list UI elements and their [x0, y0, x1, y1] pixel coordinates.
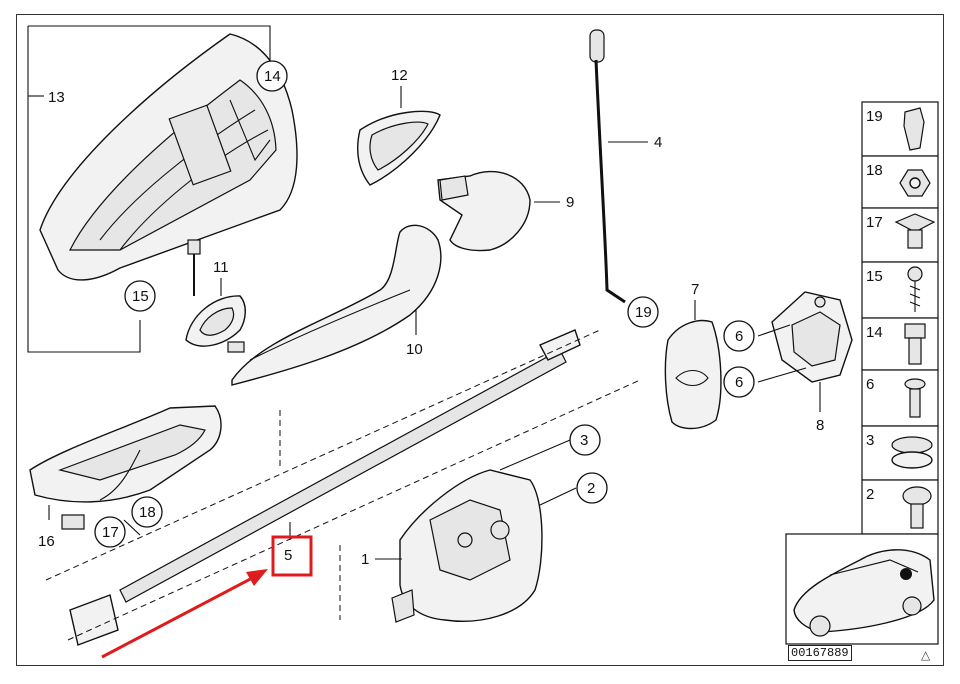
- striker-cover-part: [664, 319, 722, 430]
- callout-19: 19: [635, 304, 652, 321]
- gasket-part: [185, 295, 246, 347]
- screw-icon: [907, 266, 923, 312]
- legend-label-17: 17: [866, 214, 883, 231]
- handle-carrier-part: [39, 33, 298, 281]
- callout-6-lower: 6: [735, 374, 743, 391]
- callout-3: 3: [580, 432, 588, 449]
- outer-handle-part: [227, 224, 442, 386]
- countersunk-screw-icon: [904, 378, 926, 418]
- screw-part: [187, 239, 201, 296]
- callout-13: 13: [48, 89, 65, 106]
- legend-label-2: 2: [866, 486, 874, 503]
- callout-18: 18: [139, 504, 156, 521]
- callout-8: 8: [816, 417, 824, 434]
- document-number: 00167889: [788, 645, 852, 661]
- legend-label-15: 15: [866, 268, 883, 285]
- legend-label-19: 19: [866, 108, 883, 125]
- callout-14: 14: [264, 68, 281, 85]
- callout-12: 12: [391, 67, 408, 84]
- highlight-annotation: [101, 535, 313, 659]
- hex-bolt-icon: [902, 486, 932, 529]
- plug-icon: [891, 436, 933, 469]
- callout-11: 11: [213, 259, 229, 276]
- lock-rod-part: [589, 29, 626, 304]
- clip-icon: [903, 107, 925, 151]
- part-13-bracket: [27, 25, 271, 353]
- callout-2: 2: [587, 480, 595, 497]
- callout-7: 7: [691, 281, 699, 298]
- guide-lines: [45, 329, 641, 641]
- vehicle-thumbnail: [785, 533, 939, 645]
- callout-circles: [94, 60, 755, 548]
- clip-nut-icon: [894, 213, 936, 249]
- callout-5: 5: [284, 547, 292, 564]
- bowden-cable-part: [69, 329, 581, 646]
- inner-trim-part: [29, 405, 222, 530]
- legend-label-14: 14: [866, 324, 883, 341]
- callout-16: 16: [38, 533, 55, 550]
- callout-1: 1: [361, 551, 369, 568]
- legend-label-3: 3: [866, 432, 874, 449]
- leader-lines: [48, 86, 821, 560]
- door-lock-part: [391, 469, 543, 623]
- cover-cap-part: [357, 110, 441, 186]
- striker-part: [771, 291, 853, 383]
- callout-4: 4: [654, 134, 662, 151]
- callout-9: 9: [566, 194, 574, 211]
- bolt-icon: [904, 323, 926, 365]
- callout-15: 15: [132, 288, 149, 305]
- diagram-frame: [16, 14, 944, 666]
- lock-cap-part: [437, 170, 531, 252]
- legend-label-6: 6: [866, 376, 874, 393]
- parts-legend: [861, 101, 939, 535]
- callout-6-upper: 6: [735, 328, 743, 345]
- nut-icon: [899, 169, 931, 197]
- legend-label-18: 18: [866, 162, 883, 179]
- callout-10: 10: [406, 341, 423, 358]
- warning-triangle-icon: △: [921, 648, 931, 662]
- callout-17: 17: [102, 524, 119, 541]
